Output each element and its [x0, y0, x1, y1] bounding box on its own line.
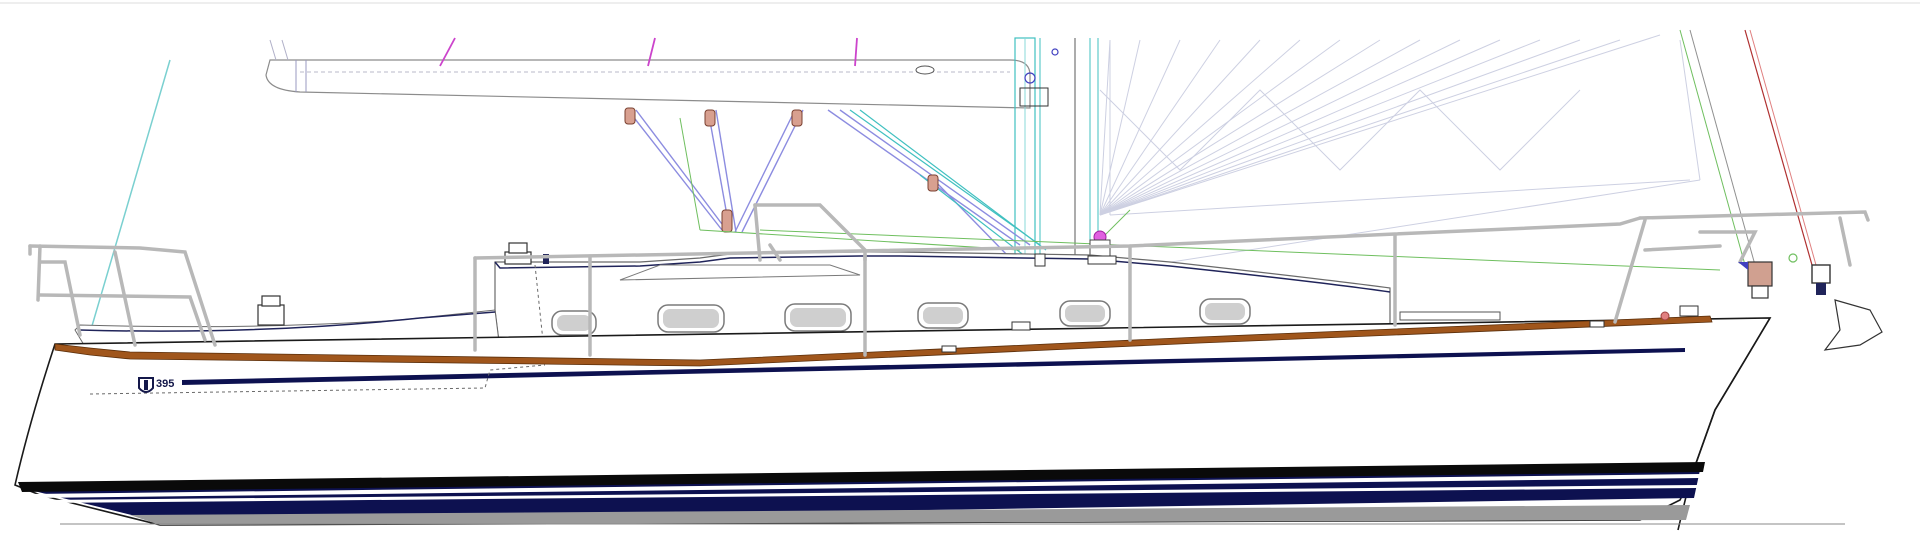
- bottom-grey: [130, 505, 1690, 525]
- boot-stripe: [18, 462, 1705, 492]
- mainsail-battens: [439, 37, 858, 67]
- toe-rail: [54, 315, 1713, 367]
- forestays: [81, 29, 1817, 361]
- lifelines: [28, 203, 1870, 357]
- hull-sheer-stripe: [182, 348, 1685, 385]
- reefing-lines: [679, 117, 1721, 271]
- bow-fittings: [1738, 253, 1883, 351]
- headsail-panel-lines: [1099, 34, 1701, 271]
- model-number-label: 395: [156, 378, 174, 390]
- deck-construction-lines: [89, 364, 546, 395]
- deck-hardware: [941, 253, 1699, 353]
- portholes: [551, 298, 1251, 336]
- mainsheet-tackle: [627, 109, 1031, 259]
- sheet-blocks: [624, 107, 939, 233]
- hull-logo: 395: [138, 377, 174, 393]
- boom: [265, 39, 1031, 109]
